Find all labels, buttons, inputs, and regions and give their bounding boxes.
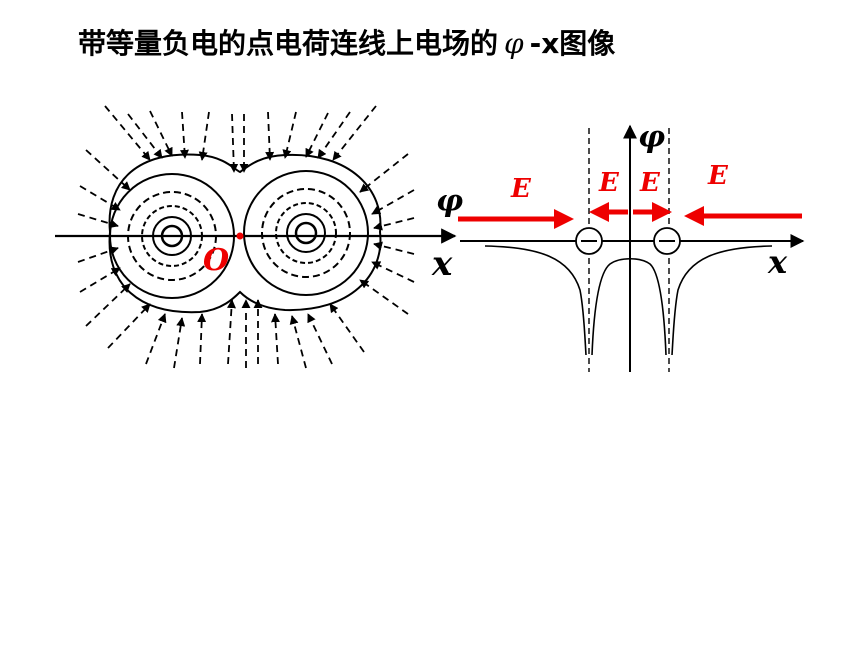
- left-x-label: x: [431, 244, 453, 284]
- potential-curves: [484, 245, 773, 356]
- field-line-11: [317, 111, 351, 159]
- field-line-23: [371, 261, 415, 283]
- field-label-4: E: [707, 161, 729, 191]
- field-line-17: [79, 267, 121, 293]
- title-suffix: -x图像: [529, 27, 616, 60]
- field-line-25: [107, 303, 151, 349]
- field-line-15: [77, 213, 119, 228]
- origin-dot: [236, 232, 244, 240]
- field-line-9: [282, 111, 297, 159]
- field-line-21: [373, 217, 415, 231]
- field-line-35: [329, 303, 365, 353]
- field-arrows: [458, 202, 802, 229]
- right-equipotential-4: [286, 213, 326, 253]
- field-label-1: E: [510, 174, 532, 204]
- field-line-14: [79, 185, 121, 211]
- right-equipotential-1: [243, 170, 369, 296]
- field-label-3: E: [639, 168, 661, 198]
- title-phi: φ: [504, 27, 524, 60]
- potential-curve-right: [671, 245, 773, 356]
- right-equipotential-2: [261, 188, 351, 278]
- charge-markers: [575, 227, 681, 255]
- outer-equipotential: [108, 153, 382, 314]
- field-line-29: [227, 299, 236, 365]
- field-line-2: [127, 113, 163, 159]
- field-line-12: [332, 105, 377, 161]
- left-phi-label: φ: [436, 184, 463, 219]
- field-line-diagram: O φ x: [55, 105, 463, 369]
- field-line-33: [289, 315, 307, 369]
- field-line-10: [305, 112, 329, 158]
- field-line-22: [373, 241, 415, 255]
- field-line-18: [85, 283, 131, 327]
- field-line-5: [198, 111, 210, 161]
- origin-label: O: [203, 243, 229, 278]
- phi-x-graph: E E E E φ x: [458, 120, 805, 372]
- field-line-28: [197, 313, 207, 365]
- right-charge: [294, 221, 318, 245]
- field-line-13: [85, 149, 131, 191]
- field-line-32: [270, 313, 280, 365]
- field-line-24: [359, 279, 409, 315]
- field-lines: [77, 105, 415, 369]
- field-line-34: [307, 313, 333, 365]
- potential-curve-left: [484, 245, 587, 356]
- field-label-2: E: [598, 168, 620, 198]
- field-line-3: [149, 110, 173, 157]
- right-x-label: x: [767, 243, 788, 281]
- field-line-26: [145, 313, 167, 365]
- equipotential-lines: [108, 153, 382, 314]
- right-phi-label: φ: [638, 120, 665, 155]
- field-line-4: [179, 111, 189, 159]
- field-line-27: [173, 317, 186, 369]
- right-equipotential-3: [275, 202, 337, 264]
- potential-curve-middle: [591, 257, 667, 356]
- title-prefix: 带等量负电的点电荷连线上电场的: [78, 27, 499, 60]
- field-line-8: [265, 111, 275, 161]
- field-line-6: [229, 113, 239, 173]
